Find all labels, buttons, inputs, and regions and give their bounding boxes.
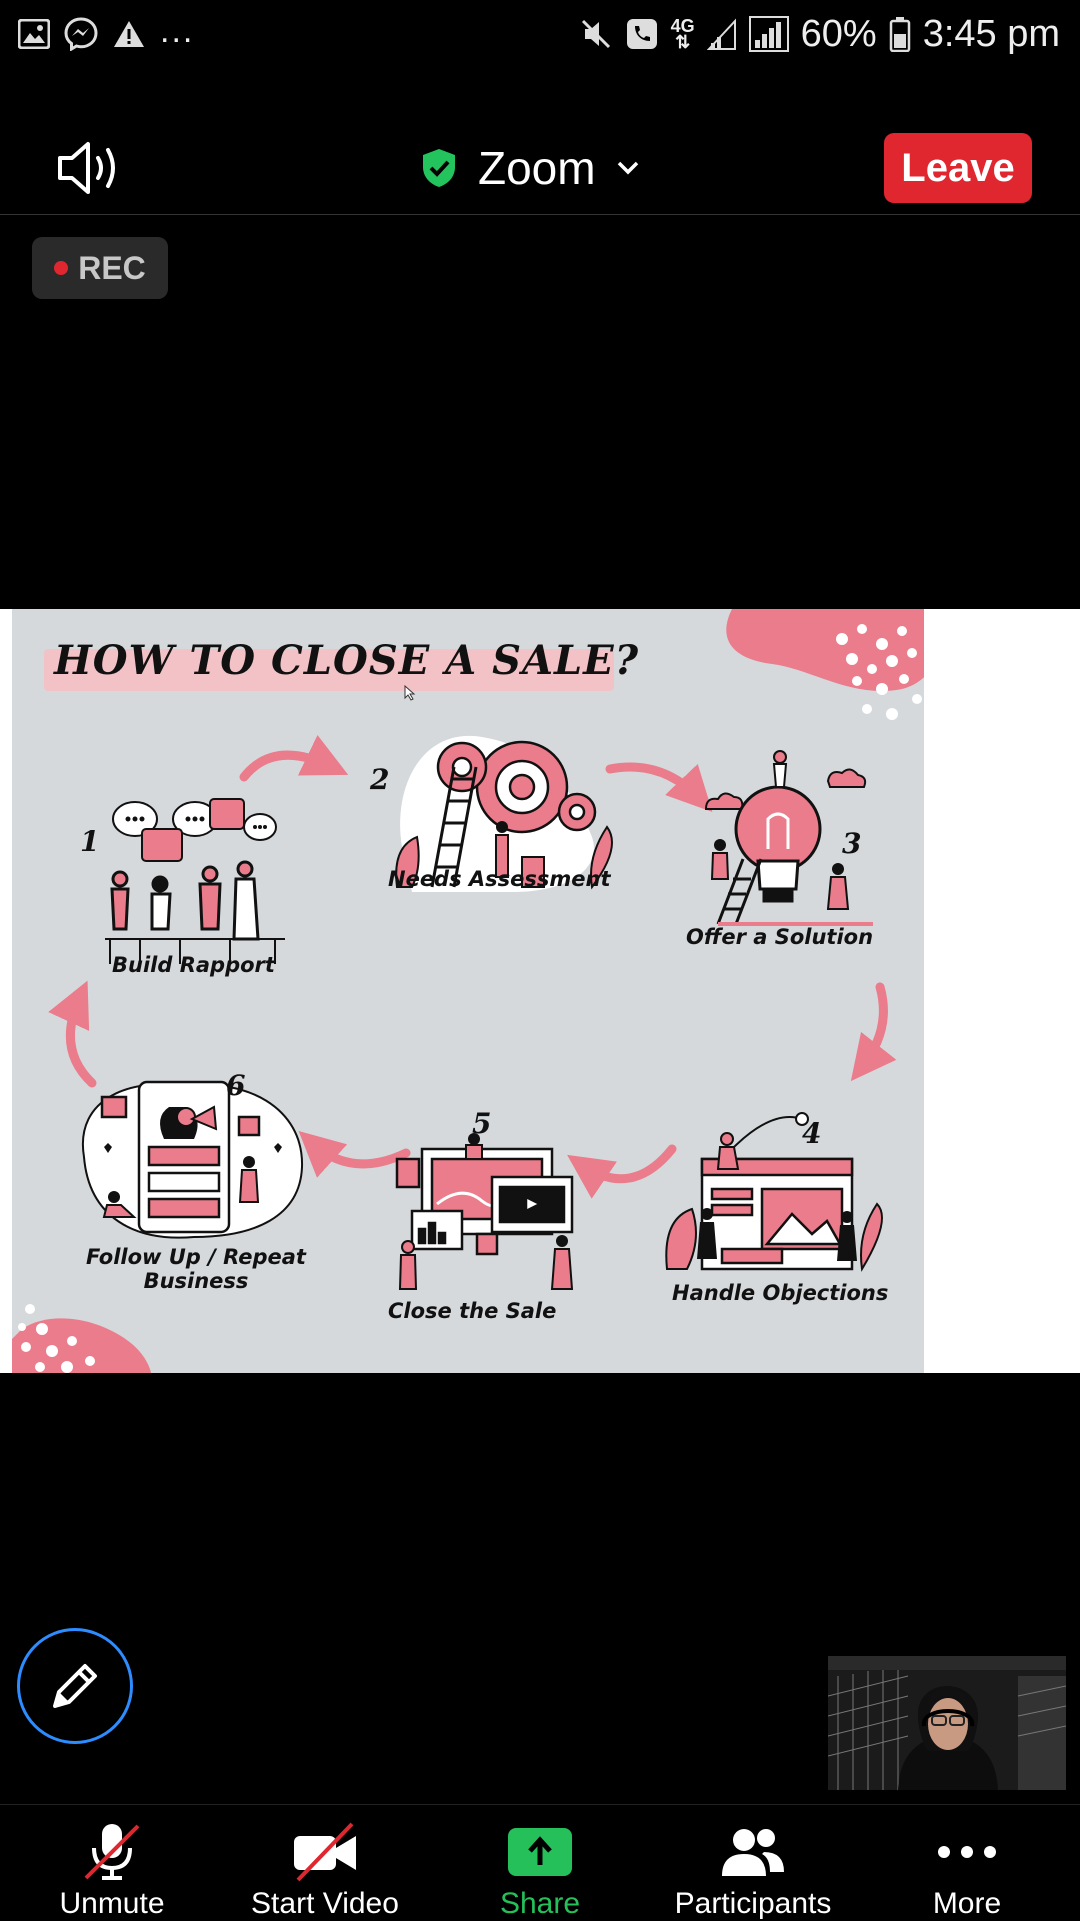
needs-assessment-illustration xyxy=(395,735,613,892)
speaker-icon xyxy=(58,142,115,194)
participants-label: Participants xyxy=(674,1887,832,1920)
more-notifications-text: ... xyxy=(160,12,195,50)
clock: 3:45 pm xyxy=(922,12,1060,55)
more-dots-icon xyxy=(938,1846,996,1858)
step-6-label-line-1: Follow Up / Repeat xyxy=(86,1245,306,1269)
step-5-label: Close the Sale xyxy=(388,1299,557,1323)
meeting-info-button[interactable]: Zoom xyxy=(420,138,640,198)
step-4-number: 4 xyxy=(802,1117,822,1150)
signal-icon-2 xyxy=(748,16,789,52)
step-2-number: 2 xyxy=(370,763,390,796)
chevron-down-icon xyxy=(617,161,638,175)
share-screen-icon xyxy=(508,1828,572,1876)
wifi-call-icon xyxy=(626,19,657,49)
warning-notification-icon xyxy=(114,21,144,47)
leave-button[interactable]: Leave xyxy=(884,133,1032,203)
battery-icon xyxy=(889,17,910,52)
gallery-notification-icon xyxy=(18,19,50,49)
share-button[interactable]: Share xyxy=(480,1805,600,1921)
title-highlight xyxy=(44,649,614,691)
participants-icon xyxy=(722,1829,784,1876)
shield-check-icon xyxy=(423,149,455,187)
signal-icon-1 xyxy=(706,18,736,50)
close-the-sale-illustration xyxy=(395,1133,574,1290)
step-1-label: Build Rapport xyxy=(112,953,275,977)
step-5-number: 5 xyxy=(472,1107,492,1140)
messenger-notification-icon xyxy=(64,17,98,51)
follow-up-illustration xyxy=(81,1080,304,1239)
step-4-label: Handle Objections xyxy=(672,1281,889,1305)
meeting-toolbar: Unmute Start Video Share xyxy=(0,1804,1080,1921)
system-indicators: 4G⇅ 60% 3:45 pm xyxy=(579,12,1060,56)
build-rapport-illustration xyxy=(105,798,285,964)
step-3-number: 3 xyxy=(842,827,862,860)
step-6-label-line-2: Business xyxy=(143,1269,249,1293)
offer-solution-illustration xyxy=(704,750,873,926)
speaker-button[interactable] xyxy=(56,140,126,196)
annotate-button[interactable] xyxy=(17,1628,133,1744)
meeting-title: Zoom xyxy=(478,142,596,194)
unmute-button[interactable]: Unmute xyxy=(32,1805,192,1921)
video-camera-off-icon xyxy=(294,1822,356,1882)
cycle-arrows xyxy=(48,735,897,1199)
recording-label: REC xyxy=(78,249,146,286)
step-3-label: Offer a Solution xyxy=(686,925,874,949)
notification-icons: ... xyxy=(18,14,194,54)
slide-title: HOW TO CLOSE A SALE? xyxy=(54,637,640,684)
presentation-slide: HOW TO CLOSE A SALE? xyxy=(12,609,924,1373)
participants-button[interactable]: Participants xyxy=(660,1805,846,1921)
recording-indicator[interactable]: REC xyxy=(32,237,168,299)
step-6-label: Follow Up / Repeat Business xyxy=(78,1245,314,1293)
shared-screen: HOW TO CLOSE A SALE? xyxy=(0,609,1080,1373)
pencil-icon xyxy=(53,1664,97,1708)
more-button[interactable]: More xyxy=(912,1805,1022,1921)
handle-objections-illustration xyxy=(665,1112,883,1272)
start-video-label: Start Video xyxy=(251,1887,399,1920)
more-label: More xyxy=(932,1887,1002,1920)
share-label: Share xyxy=(499,1887,581,1920)
meeting-header: Zoom Leave xyxy=(0,118,1080,215)
step-2-label: Needs Assessment xyxy=(388,867,611,891)
start-video-button[interactable]: Start Video xyxy=(240,1805,410,1921)
step-6-number: 6 xyxy=(226,1069,246,1102)
unmute-label: Unmute xyxy=(59,1887,165,1920)
mouse-cursor-icon xyxy=(404,685,416,701)
network-type: 4G⇅ xyxy=(670,16,695,52)
step-1-number: 1 xyxy=(80,825,100,858)
battery-percent: 60% xyxy=(800,12,877,55)
participant-video-frame xyxy=(828,1656,1066,1790)
recording-dot-icon xyxy=(54,261,69,275)
top-right-blob-decoration xyxy=(726,609,924,720)
bottom-left-blob-decoration xyxy=(12,1304,152,1373)
self-video-thumbnail[interactable] xyxy=(828,1656,1066,1790)
mute-icon xyxy=(581,19,610,49)
status-bar: ... 4G⇅ 60% 3:45 pm xyxy=(0,0,1080,68)
microphone-muted-icon xyxy=(84,1824,140,1880)
